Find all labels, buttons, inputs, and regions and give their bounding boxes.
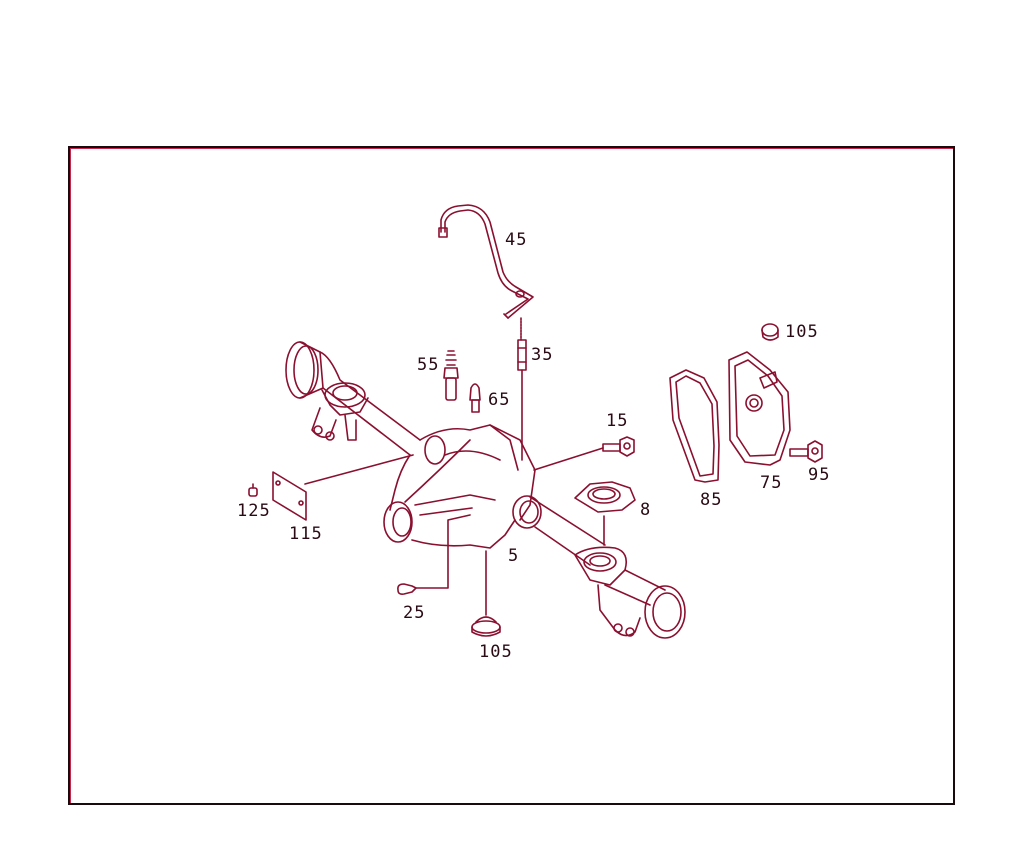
callout-75: 75 [760, 473, 783, 493]
plug-105-top[interactable] [761, 323, 779, 341]
bleeder-25[interactable] [397, 583, 417, 595]
callout-55: 55 [417, 355, 440, 375]
callout-105-top: 105 [785, 322, 819, 342]
seal-ring-8[interactable] [574, 481, 636, 513]
callout-5: 5 [508, 546, 520, 566]
callout-15: 15 [606, 411, 629, 431]
gasket-85[interactable] [669, 369, 720, 483]
callout-105-bottom: 105 [479, 642, 513, 662]
stud-35[interactable] [517, 339, 527, 371]
callout-8: 8 [640, 500, 652, 520]
callout-45: 45 [505, 230, 528, 250]
diff-cover-75[interactable] [728, 351, 791, 466]
bolt-95[interactable] [789, 440, 823, 463]
axle-housing-5[interactable] [285, 341, 686, 639]
callout-95: 95 [808, 465, 831, 485]
screw-125[interactable] [248, 483, 258, 497]
callout-65: 65 [488, 390, 511, 410]
vent-valve-55[interactable] [443, 350, 459, 401]
callout-35: 35 [531, 345, 554, 365]
diagram-frame [68, 146, 955, 805]
plug-65[interactable] [469, 383, 481, 413]
plug-105-bottom[interactable] [471, 616, 501, 637]
callout-125: 125 [237, 501, 271, 521]
cover-plate-115[interactable] [272, 471, 307, 521]
bolt-15[interactable] [602, 436, 635, 457]
breather-pipe-45[interactable] [438, 204, 534, 319]
callout-25: 25 [403, 603, 426, 623]
callout-85: 85 [700, 490, 723, 510]
callout-115: 115 [289, 524, 323, 544]
